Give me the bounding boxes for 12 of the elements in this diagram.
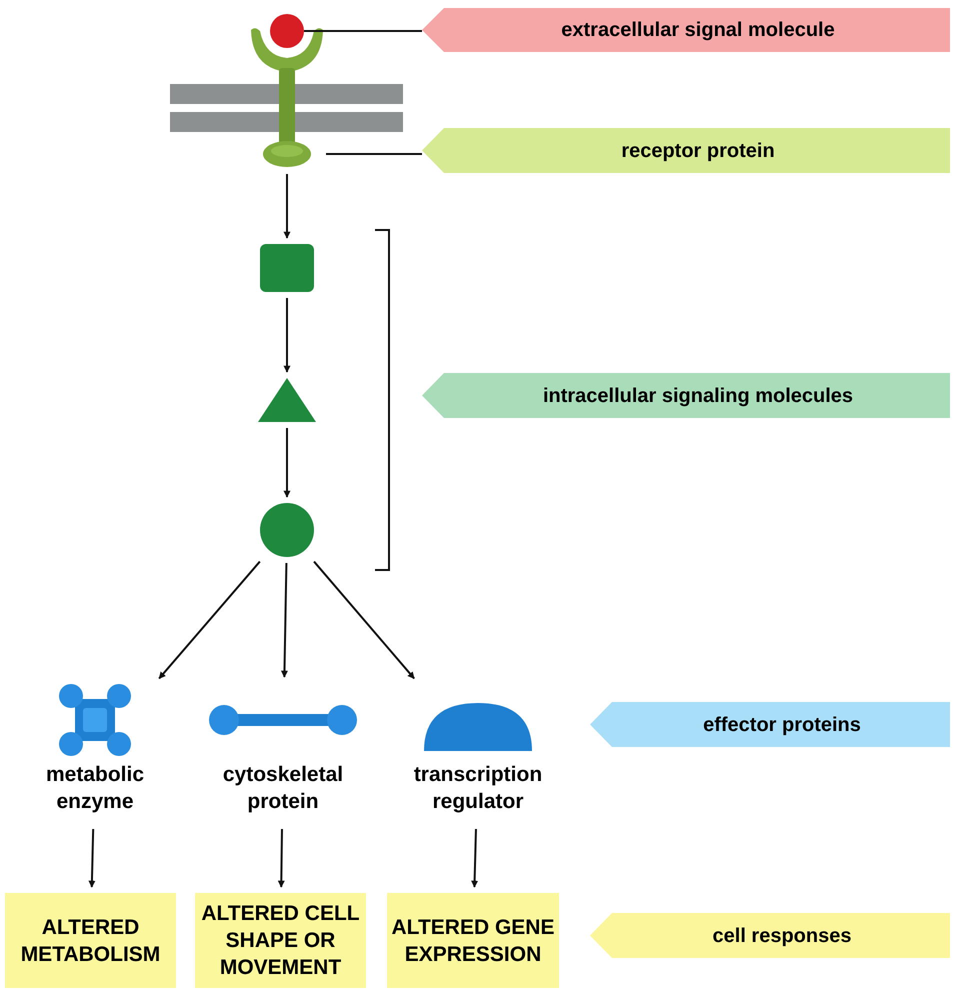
protein-label: transcription regulator bbox=[412, 762, 544, 815]
protein-label: cytoskeletal protein bbox=[222, 762, 344, 815]
callout-banner: effector proteins bbox=[590, 702, 950, 747]
callout-banner: intracellular signaling molecules bbox=[422, 373, 950, 418]
response-box: ALTERED GENE EXPRESSION bbox=[387, 893, 559, 988]
callout-banner: cell responses bbox=[590, 913, 950, 958]
response-box: ALTERED METABOLISM bbox=[5, 893, 176, 988]
response-box: ALTERED CELL SHAPE OR MOVEMENT bbox=[195, 893, 366, 988]
protein-label: metabolic enzyme bbox=[44, 762, 146, 815]
molecule-square bbox=[260, 244, 314, 292]
callout-banner: receptor protein bbox=[422, 128, 950, 173]
callout-banner: extracellular signal molecule bbox=[422, 8, 950, 52]
